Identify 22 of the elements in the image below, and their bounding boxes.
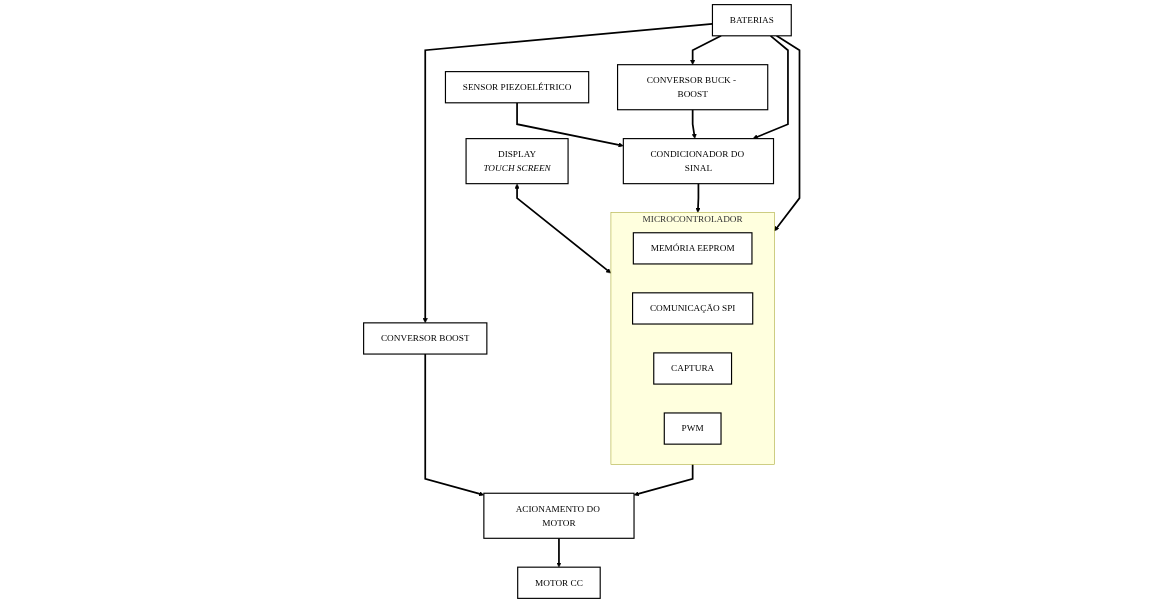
arrow <box>424 353 485 497</box>
node-box: CONVERSOR BOOST <box>363 322 488 355</box>
arrow <box>691 108 697 139</box>
arrow <box>516 101 624 148</box>
arrow <box>514 183 612 274</box>
arrow <box>774 34 801 232</box>
node-box: SENSOR PIEZOELÉTRICO <box>444 71 590 104</box>
node-box: ACIONAMENTO DO MOTOR <box>483 492 635 539</box>
node-box: BATERIAS <box>711 4 792 37</box>
node-box: DISPLAY TOUCH SCREEN <box>465 138 569 185</box>
node-box: CONDICIONADOR DO SINAL <box>622 138 775 185</box>
arrow <box>556 537 562 568</box>
node-box: MEMÓRIA EEPROM <box>632 232 753 265</box>
arrow <box>690 34 722 65</box>
node-box: PWM <box>663 412 722 445</box>
arrow <box>633 463 694 497</box>
node-box: CONVERSOR BUCK - BOOST <box>616 64 769 111</box>
node-box: COMUNICAÇÃO SPI <box>631 292 754 325</box>
node-box: MOTOR CC <box>517 566 601 599</box>
arrow <box>752 34 789 140</box>
arrow <box>695 182 701 213</box>
node-box: CAPTURA <box>653 352 733 385</box>
